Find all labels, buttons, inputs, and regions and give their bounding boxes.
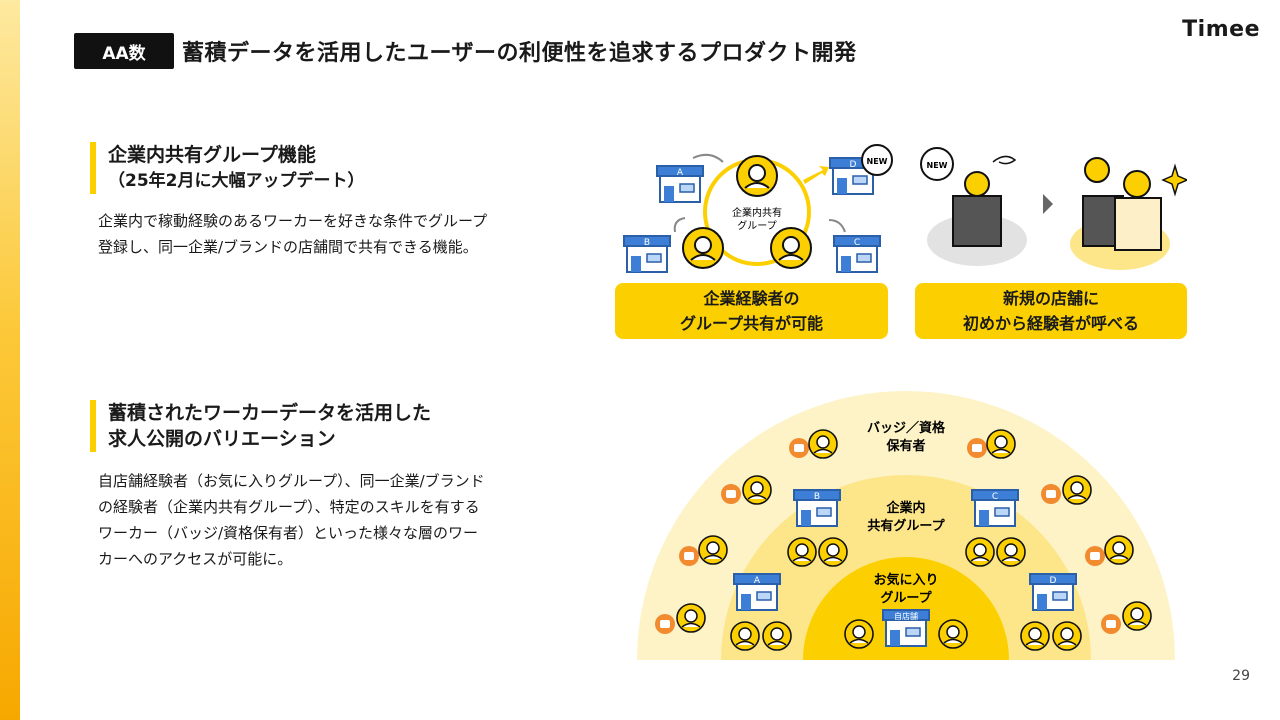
worker-avatar: [736, 155, 778, 197]
worker-avatar: [965, 537, 995, 567]
worker-avatar: [818, 537, 848, 567]
outer-label-line: 保有者: [885, 438, 925, 454]
section-job-variation: 蓄積されたワーカーデータを活用した 求人公開のバリエーション 自店舗経験者（お気…: [90, 400, 485, 572]
section1-body-line: 企業内で稼動経験のあるワーカーを好きな条件でグループ: [98, 212, 488, 230]
section1-subheading: （25年2月に大幅アップデート）: [108, 171, 365, 191]
new-store-diagram: NEW: [920, 147, 1187, 270]
store-label: D: [1050, 576, 1057, 586]
section2-body-line: ワーカー（バッジ/資格保有者）といった様々な層のワー: [98, 524, 479, 542]
worker-avatar: [676, 603, 706, 633]
caption-new-store: 新規の店舗に 初めから経験者が呼べる: [915, 283, 1187, 339]
worker-access-semicircle: バッジ／資格 保有者 企業内 共有グループ お気に入り グループ 自店舗 B C…: [637, 391, 1175, 660]
badge-icon: [1101, 614, 1121, 634]
caption-group-sharing: 企業経験者の グループ共有が可能: [615, 283, 888, 339]
worker-figure: [1114, 197, 1162, 251]
worker-avatar: [808, 429, 838, 459]
worker-avatar: [1062, 475, 1092, 505]
worker-avatar: [698, 535, 728, 565]
middle-label-line: 共有グループ: [867, 518, 945, 534]
badge-icon: [679, 546, 699, 566]
section2-heading-line: 蓄積されたワーカーデータを活用した: [108, 402, 432, 424]
section2-body: 自店舗経験者（お気に入りグループ）、同一企業/ブランド の経験者（企業内共有グル…: [98, 468, 485, 572]
section-tag: AA数: [74, 33, 174, 69]
store-label: B: [644, 238, 650, 248]
section1-body: 企業内で稼動経験のあるワーカーを好きな条件でグループ 登録し、同一企業/ブランド…: [98, 208, 487, 260]
section1-body-line: 登録し、同一企業/ブランドの店舗間で共有できる機能。: [98, 238, 478, 256]
left-accent-bar: [0, 0, 20, 720]
worker-avatar: [938, 619, 968, 649]
worker-avatar: [742, 475, 772, 505]
new-badge-icon: [920, 147, 954, 181]
worker-avatar: [1122, 601, 1152, 631]
worker-avatar: [730, 621, 760, 651]
section1-heading: 企業内共有グループ機能: [108, 144, 316, 166]
empty-counter: [952, 195, 1002, 247]
outer-label-line: バッジ／資格: [867, 420, 946, 436]
right-arrow-icon: [1043, 194, 1053, 214]
arrow-icon: [828, 219, 846, 233]
section2-body-line: 自店舗経験者（お気に入りグループ）、同一企業/ブランド: [98, 472, 485, 490]
page-number: 29: [1232, 668, 1250, 684]
badge-icon: [789, 438, 809, 458]
section2-body-line: の経験者（企業内共有グループ）、特定のスキルを有する: [98, 498, 480, 516]
store-label: A: [754, 576, 761, 586]
slide-title: 蓄積データを活用したユーザーの利便性を追求するプロダクト開発: [182, 41, 857, 66]
inner-label-line: グループ: [880, 590, 932, 606]
new-badge: NEW: [927, 161, 948, 170]
worker-avatar: [682, 227, 724, 269]
caption-line: 企業経験者の: [703, 289, 800, 308]
middle-label-line: 企業内: [885, 500, 925, 516]
store-label: A: [677, 168, 684, 178]
worker-avatar: [996, 537, 1026, 567]
arrow-icon: [803, 166, 829, 184]
arrow-icon: [692, 153, 724, 163]
store-label: D: [850, 160, 857, 170]
section1-heading-block: 企業内共有グループ機能 （25年2月に大幅アップデート）: [90, 142, 487, 194]
worker-avatar: [770, 227, 812, 269]
new-badge: NEW: [867, 157, 888, 166]
worried-person-icon: [964, 171, 990, 197]
section2-heading-block: 蓄積されたワーカーデータを活用した 求人公開のバリエーション: [90, 400, 485, 452]
timee-logo: Timee: [1182, 17, 1260, 42]
section-group-feature: 企業内共有グループ機能 （25年2月に大幅アップデート） 企業内で稼動経験のある…: [90, 142, 487, 260]
sparkle-icon: [1161, 163, 1187, 197]
worker-avatar: [986, 429, 1016, 459]
caption-line: 新規の店舗に: [1002, 289, 1099, 308]
worker-avatar: [762, 621, 792, 651]
badge-icon: [721, 484, 741, 504]
caption-line: グループ共有が可能: [679, 314, 824, 333]
cycle-label-line: グループ: [737, 219, 776, 232]
worker-avatar: [1123, 170, 1151, 198]
cheering-person-icon: [1084, 157, 1110, 183]
badge-icon: [967, 438, 987, 458]
store-label: B: [814, 492, 820, 502]
worker-avatar: [844, 619, 874, 649]
store-label: C: [854, 238, 860, 248]
group-sharing-diagram: 企業内共有 グループ A B C D NEW: [623, 144, 893, 273]
badge-icon: [1041, 484, 1061, 504]
worker-avatar: [1104, 535, 1134, 565]
caption-line: 初めから経験者が呼べる: [962, 314, 1139, 333]
worry-scribble-icon: [992, 155, 1017, 165]
cycle-label-line: 企業内共有: [732, 206, 782, 219]
badge-icon: [655, 614, 675, 634]
badge-icon: [1085, 546, 1105, 566]
own-store-label: 自店舗: [894, 611, 918, 621]
new-badge-icon: [861, 144, 893, 176]
section2-body-line: カーへのアクセスが可能に。: [98, 550, 293, 568]
arrow-icon: [673, 217, 686, 233]
worker-avatar: [1052, 621, 1082, 651]
slide-header: AA数 蓄積データを活用したユーザーの利便性を追求するプロダクト開発: [74, 32, 857, 70]
store-label: C: [992, 492, 998, 502]
section2-heading-line: 求人公開のバリエーション: [108, 428, 336, 450]
worker-avatar: [1020, 621, 1050, 651]
inner-label-line: お気に入り: [873, 572, 938, 588]
worker-avatar: [787, 537, 817, 567]
